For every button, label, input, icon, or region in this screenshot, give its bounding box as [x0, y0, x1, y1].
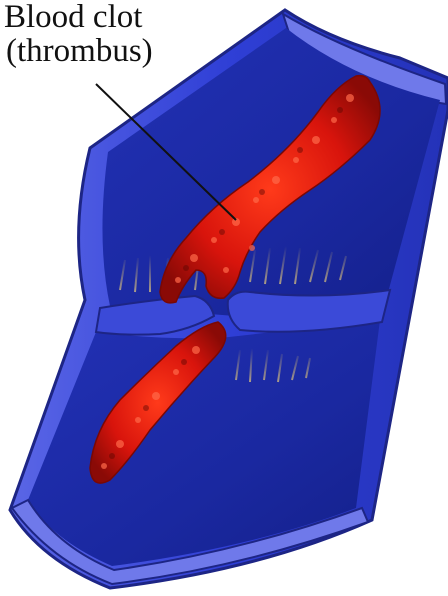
- clot-label: Blood clot (thrombus): [4, 0, 153, 68]
- clot-label-line1: Blood clot: [4, 0, 153, 34]
- clot-label-line2: (thrombus): [4, 34, 153, 68]
- valve-cusp-right: [228, 290, 390, 332]
